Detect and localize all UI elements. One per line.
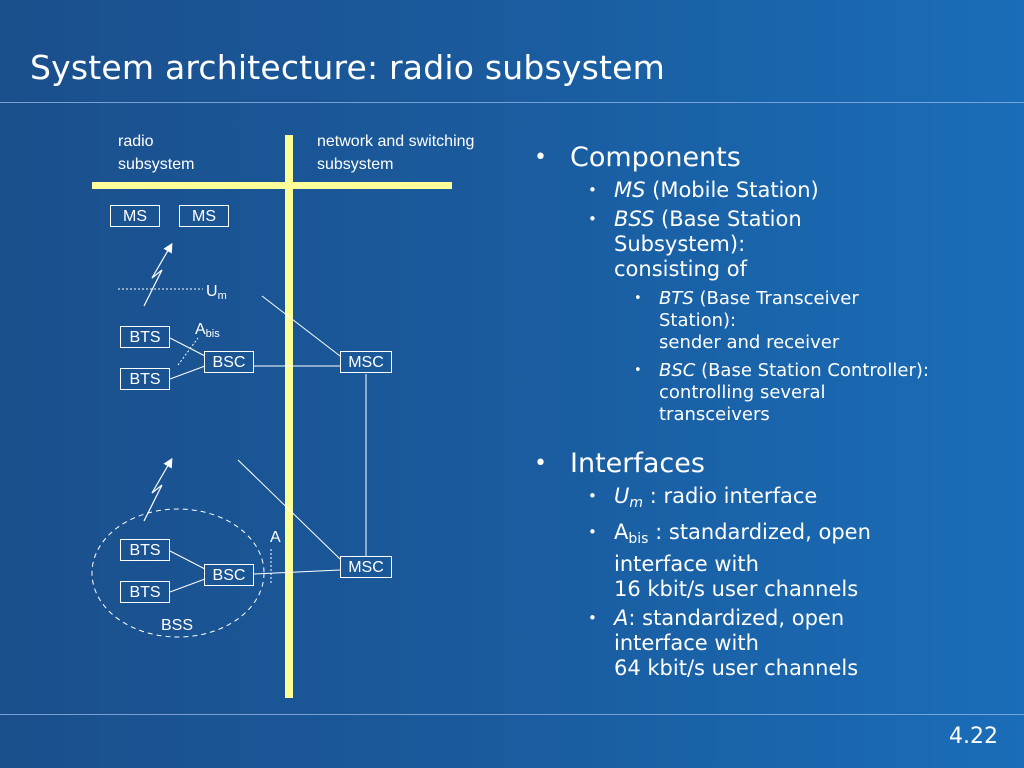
bullet-dot-icon: • (634, 291, 642, 306)
bullet-um: • Um : radio interface (588, 484, 818, 511)
bullet-a: • A: standardized, open interface with 6… (588, 606, 859, 680)
nss-label-line2: subsystem (317, 156, 394, 173)
abis-dotted-upper (177, 337, 199, 366)
link-msc-external-lower (237, 459, 341, 560)
bullet-dot-icon: • (534, 145, 547, 170)
bsc-box-lower: BSC (204, 564, 254, 586)
bullet-bts: • BTS (Base Transceiver Station): sender… (634, 288, 859, 353)
bts-box-lower-1: BTS (120, 539, 170, 561)
page-number: 4.22 (949, 724, 998, 749)
bullet-bss: • BSS (Base Station Subsystem): consisti… (588, 207, 802, 281)
bullet-interfaces: • Interfaces (534, 448, 705, 479)
diagram-lines (91, 135, 452, 698)
bullet-dot-icon: • (634, 363, 642, 378)
radio-link-lower (143, 457, 173, 522)
ms-box-1: MS (110, 205, 160, 227)
bss-label: BSS (161, 617, 194, 634)
msc-box-upper: MSC (340, 351, 392, 373)
bullet-components: • Components (534, 142, 741, 173)
bullet-dot-icon: • (534, 451, 547, 476)
radio-subsystem-label-line1: radio (118, 133, 154, 150)
bts-box-upper-2: BTS (120, 368, 170, 390)
link-bts2-bsc-upper (169, 365, 206, 380)
a-label: A (270, 529, 281, 546)
link-bts1-bsc-lower (169, 550, 206, 570)
bullet-bsc: • BSC (Base Station Controller): control… (634, 360, 929, 425)
ms-box-2: MS (179, 205, 229, 227)
bullet-ms: • MS (Mobile Station) (588, 178, 819, 202)
um-label: Um (206, 283, 227, 302)
bts-box-upper-1: BTS (120, 326, 170, 348)
radio-subsystem-label-line2: subsystem (118, 156, 195, 173)
bullet-list: • Components • MS (Mobile Station) • BSS… (534, 142, 1014, 681)
abis-label: Abis (195, 321, 220, 340)
link-bsc-msc-lower (253, 569, 341, 575)
horizontal-separator-bar (92, 182, 452, 189)
bullet-dot-icon: • (588, 609, 597, 627)
nss-label-line1: network and switching (317, 133, 475, 150)
bss-boundary (91, 508, 265, 638)
link-msc-external-upper (261, 295, 341, 357)
bullet-abis: • Abis : standardized, open interface wi… (588, 520, 871, 601)
bts-box-lower-2: BTS (120, 581, 170, 603)
link-bts1-bsc-upper (169, 337, 206, 357)
footer-divider (0, 714, 1024, 715)
bullet-dot-icon: • (588, 487, 597, 505)
bullet-dot-icon: • (588, 210, 597, 228)
msc-box-lower: MSC (340, 556, 392, 578)
vertical-separator-bar (285, 135, 293, 698)
title-divider (0, 102, 1024, 103)
slide-title: System architecture: radio subsystem (30, 48, 665, 87)
architecture-diagram: radio subsystem network and switching su… (0, 0, 530, 714)
radio-link-upper (143, 242, 173, 307)
link-bts2-bsc-lower (169, 578, 206, 593)
bullet-dot-icon: • (588, 181, 597, 199)
bsc-box-upper: BSC (204, 351, 254, 373)
bullet-dot-icon: • (588, 523, 597, 541)
